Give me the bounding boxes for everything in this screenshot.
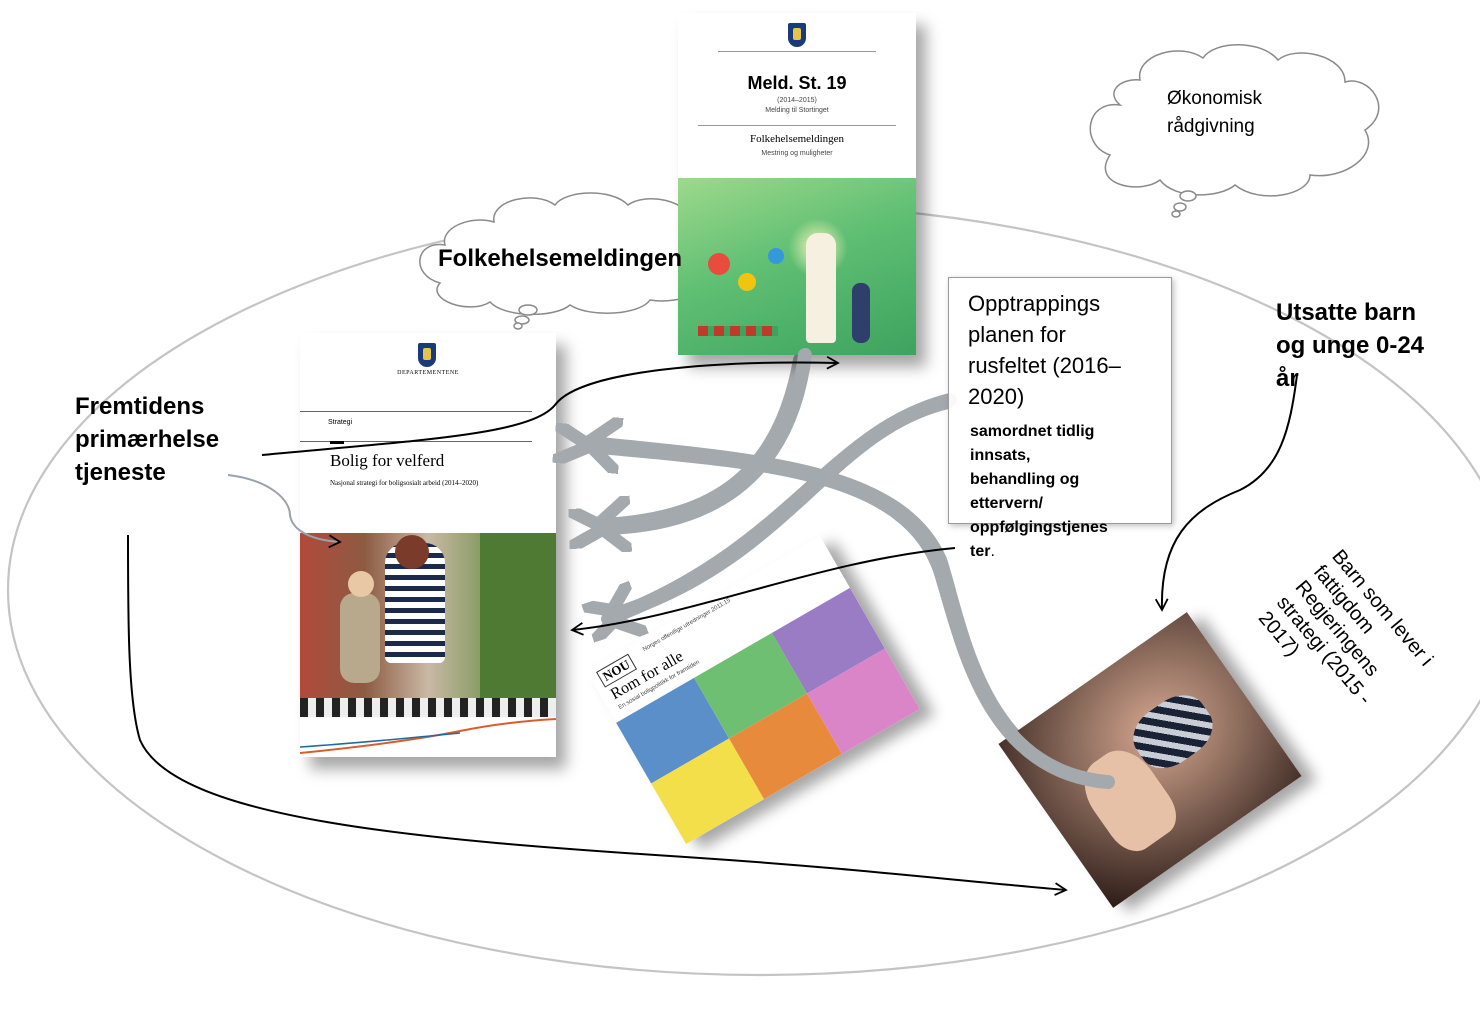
crest-icon [418, 343, 436, 367]
divider [698, 125, 896, 126]
opptrapping-title-line: rusfeltet (2016– [968, 353, 1121, 378]
opptrapping-detail-line: oppfølgingstjenes [970, 519, 1108, 536]
meld-title: Meld. St. 19 [747, 73, 847, 93]
flag-row [698, 326, 778, 336]
opptrapping-detail-line: samordnet tidlig [970, 423, 1095, 440]
accent-bar [330, 441, 344, 444]
opptrapping-title-line: Opptrappings [968, 291, 1101, 316]
utsatte-line: Utsatte barn [1276, 299, 1417, 326]
opptrapping-last-bold: ter [970, 543, 991, 560]
cover-wave [300, 718, 556, 754]
okonomisk-line: rådgivning [1167, 116, 1255, 137]
crest-icon [788, 23, 806, 47]
opptrapping-detail-line: ettervern/ [970, 495, 1043, 512]
divider [300, 411, 532, 412]
divider [300, 441, 532, 442]
child-figure-2 [852, 283, 870, 343]
child-figure [806, 233, 836, 343]
opptrapping-detail-last: ter. [970, 540, 1170, 564]
opptrapping-title-line: 2020) [968, 384, 1025, 409]
balloon [768, 248, 784, 264]
bolig-subtitle: Nasjonal strategi for boligsosialt arbei… [330, 479, 479, 487]
utsatte-line: og unge 0-24 [1276, 332, 1425, 359]
okonomisk-label: Økonomisk rådgivning [1167, 85, 1262, 141]
meld-st-19-cover: Meld. St. 19 (2014–2015) Melding til Sto… [678, 13, 916, 355]
utsatte-line: år [1276, 365, 1299, 392]
opptrapping-detail-line: innsats, [970, 447, 1031, 464]
connector-fremtidens-to-meld [261, 355, 840, 456]
tiled-floor [300, 698, 556, 717]
fremtidens-line: primærhelse [75, 426, 220, 453]
meld-subtitle: Folkehelsemeldingen [749, 133, 845, 145]
okonomisk-line: Økonomisk [1167, 88, 1263, 109]
meld-years: (2014–2015) [777, 97, 817, 104]
opptrapping-title: Opptrappings planen for rusfeltet (2016–… [968, 288, 1168, 412]
meld-photo [678, 178, 916, 355]
okonomisk-thought-cloud-icon [1089, 44, 1380, 218]
bolig-photo [300, 533, 556, 717]
bolig-for-velferd-cover: DEPARTEMENTENE Strategi Bolig for velfer… [300, 333, 556, 757]
gray-arrow-meld-to-bolig [605, 348, 812, 528]
balloon [708, 253, 730, 275]
fremtidens-label: Fremtidens primærhelse tjeneste [75, 390, 219, 489]
connector-opptrapping-to-bolig [570, 547, 956, 636]
woman-head [395, 535, 429, 569]
fremtidens-line: Fremtidens [75, 393, 205, 420]
connector-utsatte-to-barn [1154, 374, 1298, 612]
folkehelse-cloud-label: Folkehelsemeldingen [438, 245, 683, 272]
opptrapping-title-line: planen for [968, 322, 1066, 347]
toddler-head [348, 571, 374, 597]
dept-label: DEPARTEMENTENE [397, 370, 459, 376]
connector-fremtidens-to-bolig-photo [227, 474, 342, 549]
gray-arrow-barn-to-bolig [590, 446, 1115, 789]
opptrapping-details: samordnet tidlig innsats, behandling og … [970, 420, 1170, 564]
meld-type: Melding til Stortinget [765, 107, 829, 114]
divider [718, 51, 876, 52]
balloon [738, 273, 756, 291]
opptrapping-detail-line: behandling og [970, 471, 1080, 488]
opptrapping-box [948, 277, 1172, 524]
opptrapping-last-plain: . [990, 543, 995, 560]
meld-tagline: Mestring og muligheter [761, 150, 833, 157]
strategi-label: Strategi [328, 419, 353, 426]
gray-arrow-opptrapping-to-bolig [622, 395, 955, 612]
toddler-figure [340, 593, 380, 683]
utsatte-label: Utsatte barn og unge 0-24 år [1276, 296, 1424, 395]
bolig-title: Bolig for velferd [330, 451, 445, 470]
connector-fremtidens-to-barn [127, 534, 1068, 896]
fremtidens-line: tjeneste [75, 459, 166, 486]
hedge [480, 533, 556, 717]
